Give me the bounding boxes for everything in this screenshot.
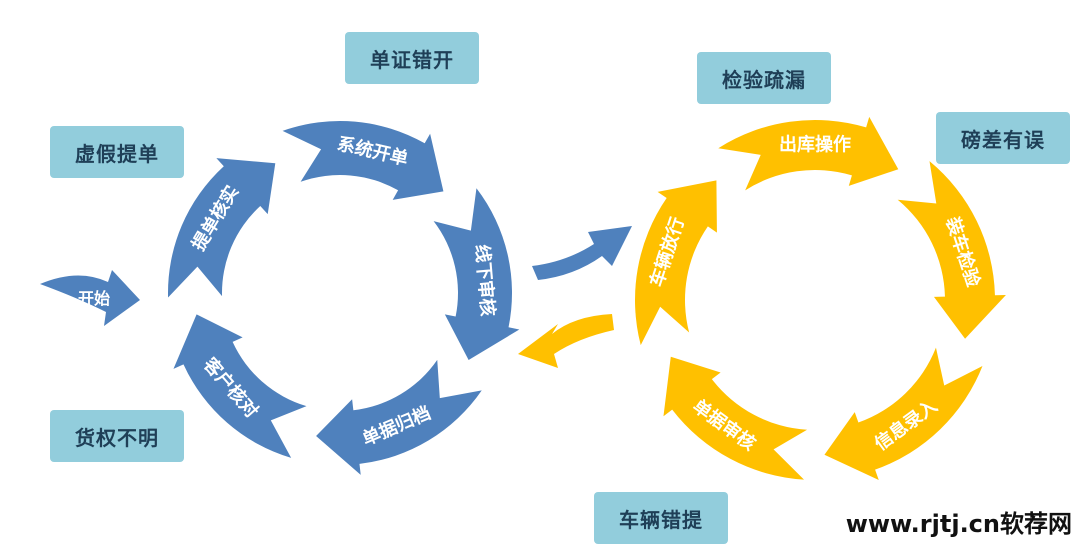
start-arrow xyxy=(40,270,140,326)
risk-box-che-liang-cuo-ti: 车辆错提 xyxy=(594,492,728,544)
right-cycle-arrow-segment xyxy=(718,116,899,191)
right-cycle-arrow-segment xyxy=(635,180,717,346)
risk-box-jian-yan-shu-lou: 检验疏漏 xyxy=(697,52,831,104)
right-cycle-arrow-segment xyxy=(824,347,983,481)
risk-box-dan-zheng-cuo-kai: 单证错开 xyxy=(345,32,479,84)
connector-arrow-left xyxy=(518,314,614,368)
risk-box-huo-quan-bu-ming: 货权不明 xyxy=(50,410,184,462)
left-cycle-arrow-segment xyxy=(173,314,307,458)
connector-arrow-right xyxy=(532,226,632,280)
left-cycle-arrow-segment xyxy=(168,158,276,298)
right-cycle-arrow-segment xyxy=(897,161,1006,339)
risk-box-xu-jia-ti-dan: 虚假提单 xyxy=(50,126,184,178)
right-cycle-segment-label: 出库操作 xyxy=(779,134,851,156)
watermark: www.rjtj.cn软荐网 xyxy=(845,510,1072,538)
right-cycle-arrow-segment xyxy=(663,356,808,480)
left-cycle-arrow-segment xyxy=(433,188,520,360)
left-cycle-arrow-segment xyxy=(282,121,444,200)
start-label: 开始 xyxy=(78,289,110,308)
left-cycle-arrow-segment xyxy=(316,359,482,475)
risk-box-bang-cha-you-wu: 磅差有误 xyxy=(936,112,1070,164)
